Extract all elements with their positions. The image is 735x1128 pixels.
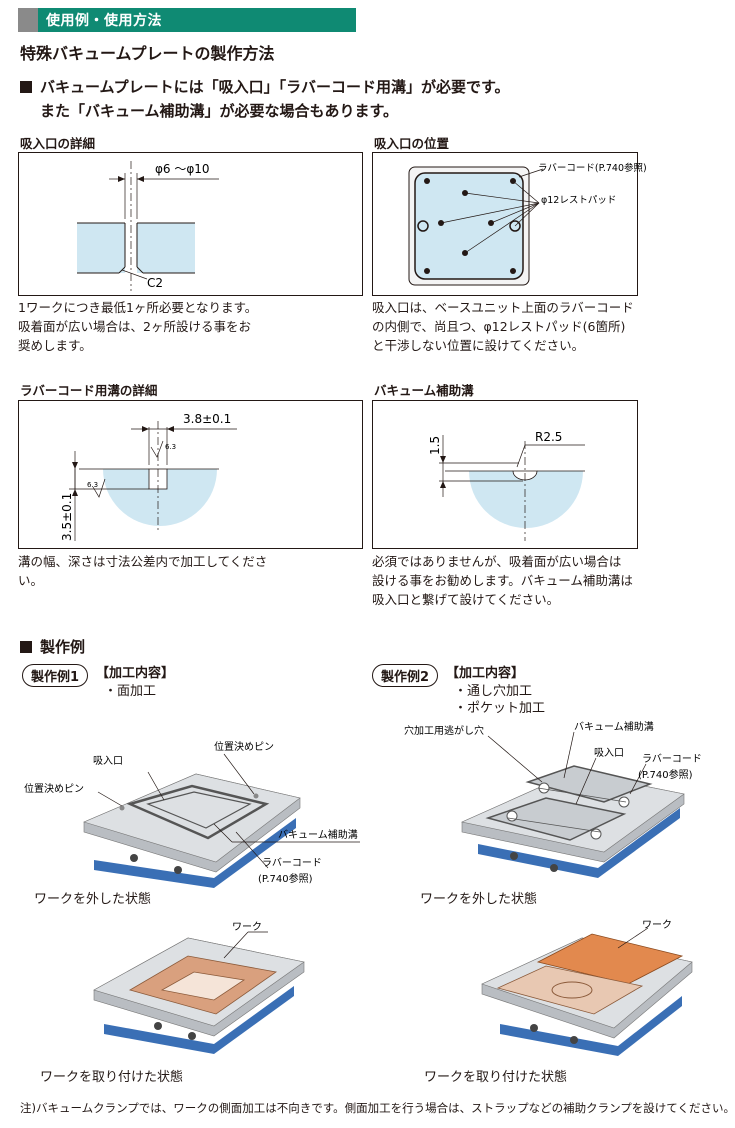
dim-groove-width: 3.8±0.1 bbox=[183, 412, 231, 426]
ex1-label-suction: 吸入口 bbox=[93, 756, 123, 767]
ex1-label-rubber: ラバーコード bbox=[262, 857, 322, 869]
example-2-badge: 製作例2 bbox=[372, 664, 439, 687]
rubber-groove-figure: 3.8±0.1 6.3 6.3 3.5±0.1 bbox=[18, 400, 363, 549]
ex2-label-rubber-ref: (P.740参照) bbox=[638, 768, 693, 781]
vacuum-area bbox=[414, 172, 524, 280]
example-1-badge: 製作例1 bbox=[22, 664, 89, 687]
rubber-cord-groove bbox=[126, 784, 270, 840]
example-2-on-drawing: ワーク bbox=[481, 919, 693, 1056]
suction-detail-figure: φ6 〜φ10 C2 bbox=[18, 152, 363, 296]
section-header-marker bbox=[18, 8, 38, 32]
base-unit bbox=[94, 818, 296, 888]
work-piece-lower bbox=[496, 965, 644, 1015]
example-1-heading: 【加工内容】 bbox=[96, 666, 175, 681]
suction-detail-desc: 1ワークにつき最低1ヶ所必要となります。 吸着面が広い場合は、2ヶ所設ける事をお… bbox=[18, 300, 258, 353]
roughness-side: 6.3 bbox=[87, 481, 98, 489]
suction-position-drawing: ラバーコード(P.740参照) φ12レストパッド bbox=[408, 162, 647, 286]
suction-position-desc: 吸入口は、ベースユニット上面のラバーコード の内側で、尚且つ、φ12レストパッド… bbox=[372, 300, 634, 353]
suction-position-title: 吸入口の位置 bbox=[374, 136, 450, 151]
example-1-item: ・面加工 bbox=[104, 684, 157, 699]
square-bullet-icon bbox=[20, 81, 32, 93]
dim-radius: R2.5 bbox=[535, 430, 562, 444]
example-1-caption-off: ワークを外した状態 bbox=[34, 892, 152, 907]
lead-line-1: バキュームプレートには「吸入口」「ラバーコード用溝」が必要です。 bbox=[20, 76, 510, 97]
ex1-label-pin-top: 位置決めピン bbox=[214, 740, 274, 753]
example-1-off-drawing: 吸入口 位置決めピン 位置決めピン バキューム補助溝 ラバーコード (P.740… bbox=[24, 740, 360, 888]
ex1-label-rubber-ref: (P.740参照) bbox=[258, 872, 313, 885]
aux-groove-path bbox=[146, 791, 252, 829]
ex1-label-aux: バキューム補助溝 bbox=[278, 828, 358, 841]
lead-line-2: また「バキューム補助溝」が必要な場合もあります。 bbox=[40, 102, 399, 120]
dim-chamfer: C2 bbox=[147, 276, 163, 290]
example-2-caption-on: ワークを取り付けた状態 bbox=[424, 1070, 568, 1085]
groove-section bbox=[103, 469, 217, 526]
dim-aux-depth: 1.5 bbox=[428, 436, 442, 455]
ex2-label-suction: 吸入口 bbox=[594, 748, 624, 759]
aux-groove-desc: 必須ではありませんが、吸着面が広い場合は 設ける事をお勧めします。バキューム補助… bbox=[372, 554, 633, 607]
rubber-groove-desc: 溝の幅、深さは寸法公差内で加工してくださ い。 bbox=[18, 554, 268, 588]
example-2-item-2: ・ポケット加工 bbox=[454, 701, 546, 716]
dim-groove-depth: 3.5±0.1 bbox=[60, 493, 74, 541]
example-1-on-drawing: ワーク bbox=[93, 921, 305, 1054]
ex1-label-work: ワーク bbox=[232, 921, 262, 933]
rubber-groove-drawing: 3.8±0.1 6.3 6.3 3.5±0.1 bbox=[60, 412, 237, 541]
aux-groove-figure: R2.5 1.5 bbox=[372, 400, 638, 549]
dim-diameter: φ6 〜φ10 bbox=[155, 162, 210, 176]
rubber-groove-title: ラバーコード用溝の詳細 bbox=[20, 383, 158, 398]
ex2-label-hole: 穴加工用逃がし穴 bbox=[404, 724, 484, 737]
example-2-heading: 【加工内容】 bbox=[446, 666, 525, 681]
suction-position-figure: ラバーコード(P.740参照) φ12レストパッド bbox=[372, 152, 647, 296]
aux-groove-section bbox=[469, 471, 583, 528]
section-header-bar bbox=[18, 8, 356, 32]
aux-groove-title: バキューム補助溝 bbox=[374, 383, 474, 398]
label-rest-pad: φ12レストパッド bbox=[541, 195, 616, 206]
suction-detail-title: 吸入口の詳細 bbox=[20, 136, 96, 151]
aux-groove-drawing: R2.5 1.5 bbox=[428, 430, 585, 541]
square-bullet-icon bbox=[20, 641, 32, 653]
example-2-off-drawing: 穴加工用逃がし穴 バキューム補助溝 吸入口 ラバーコード (P.740参照) bbox=[404, 720, 702, 878]
ex2-label-rubber: ラバーコード bbox=[642, 753, 702, 765]
example-1-caption-on: ワークを取り付けた状態 bbox=[40, 1070, 184, 1085]
examples-title: 製作例 bbox=[20, 636, 85, 657]
section-header-label: 使用例・使用方法 bbox=[46, 13, 162, 29]
ex2-label-aux: バキューム補助溝 bbox=[574, 720, 654, 733]
ex1-label-pin-left: 位置決めピン bbox=[24, 782, 84, 795]
roughness-top: 6.3 bbox=[165, 443, 176, 451]
ex2-label-work: ワーク bbox=[642, 919, 672, 931]
footnote: 注)バキュームクランプでは、ワークの側面加工は不向きです。側面加工を行う場合は、… bbox=[20, 1101, 735, 1115]
example-2-item-1: ・通し穴加工 bbox=[454, 684, 533, 699]
example-2-caption-off: ワークを外した状態 bbox=[420, 892, 538, 907]
label-rubber-cord: ラバーコード(P.740参照) bbox=[538, 162, 647, 174]
page-title: 特殊バキュームプレートの製作方法 bbox=[20, 44, 275, 63]
suction-detail-drawing: φ6 〜φ10 C2 bbox=[77, 161, 219, 291]
